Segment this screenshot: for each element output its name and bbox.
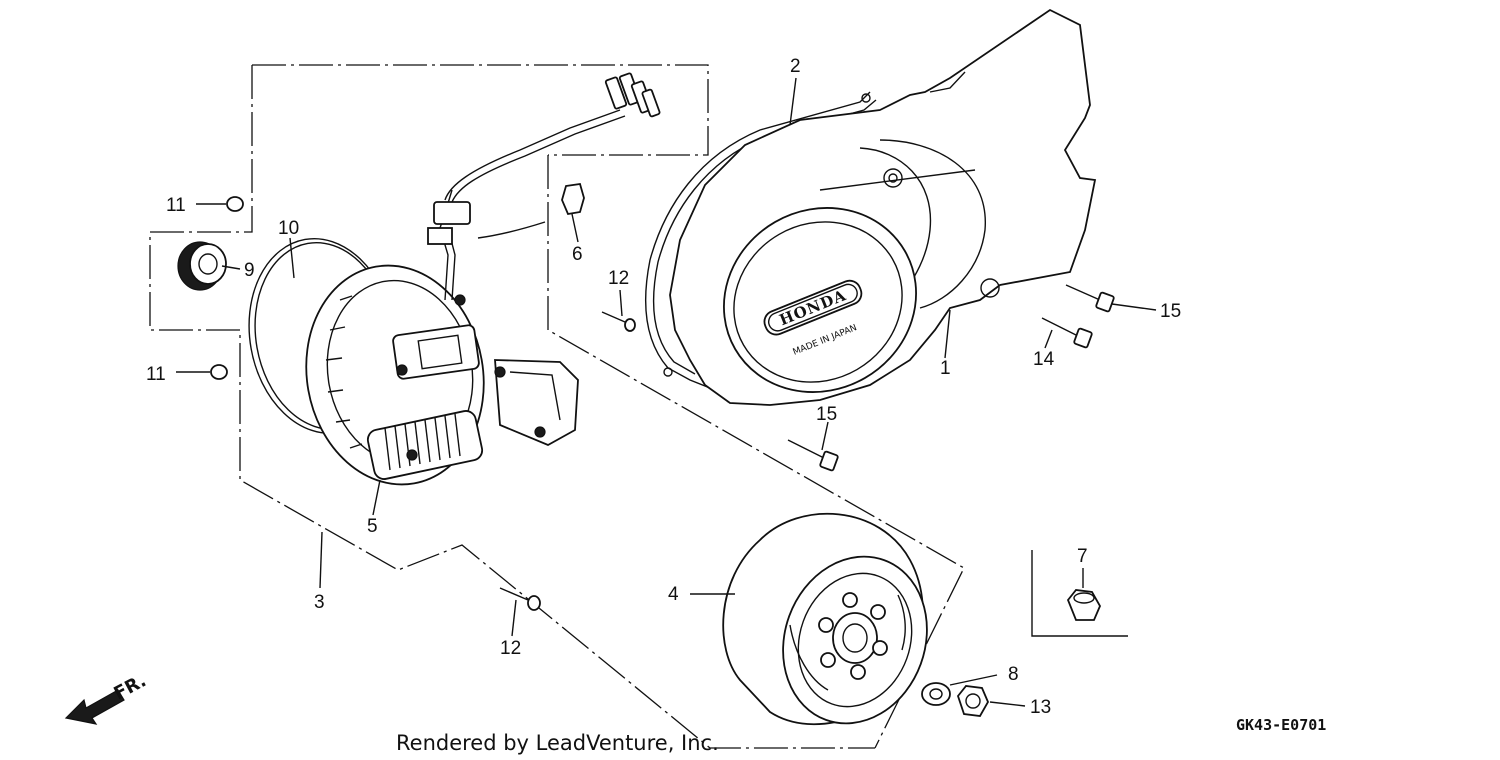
left-crankcase-cover: HONDA MADE IN JAPAN <box>669 8 1097 406</box>
callout-1: 1 <box>940 358 951 379</box>
bolt-upper <box>1065 284 1115 313</box>
callout-12-upper: 12 <box>608 268 629 289</box>
callout-2: 2 <box>790 56 801 77</box>
callout-8: 8 <box>1008 664 1019 685</box>
washer-upper <box>226 196 244 212</box>
callout-7: 7 <box>1077 546 1088 567</box>
callout-12-lower: 12 <box>500 638 521 659</box>
screw-upper <box>601 311 636 332</box>
callout-3: 3 <box>314 592 325 613</box>
callouts: 1 2 3 4 5 6 7 8 9 10 11 11 12 12 13 14 1… <box>146 56 1181 718</box>
callout-4: 4 <box>668 584 679 605</box>
callout-11-upper: 11 <box>166 195 186 216</box>
callout-13: 13 <box>1030 697 1051 718</box>
grommet <box>561 182 585 216</box>
cap-nut <box>1066 589 1102 621</box>
render-credit: Rendered by LeadVenture, Inc. <box>396 731 719 755</box>
gasket <box>645 91 877 403</box>
flywheel-nut <box>956 685 990 717</box>
screw-lower <box>499 587 541 611</box>
callout-11-lower: 11 <box>146 364 166 385</box>
oil-seal <box>177 241 227 291</box>
stator-assembly <box>305 72 661 486</box>
callout-15-upper: 15 <box>1160 301 1181 322</box>
diagram-code: GK43-E0701 <box>1236 716 1326 734</box>
flywheel-washer <box>921 682 951 706</box>
callout-15-lower: 15 <box>816 404 837 425</box>
front-direction-arrow: FR. <box>64 670 150 725</box>
callout-14: 14 <box>1033 349 1055 370</box>
flywheel <box>722 513 928 726</box>
callout-9: 9 <box>244 260 255 281</box>
callout-6: 6 <box>572 244 583 265</box>
washer-lower <box>210 364 228 380</box>
callout-10: 10 <box>278 218 299 239</box>
bolt-lower <box>787 439 839 472</box>
bolt-middle <box>1041 317 1093 349</box>
leader-lines <box>176 77 1157 707</box>
callout-5: 5 <box>367 516 378 537</box>
